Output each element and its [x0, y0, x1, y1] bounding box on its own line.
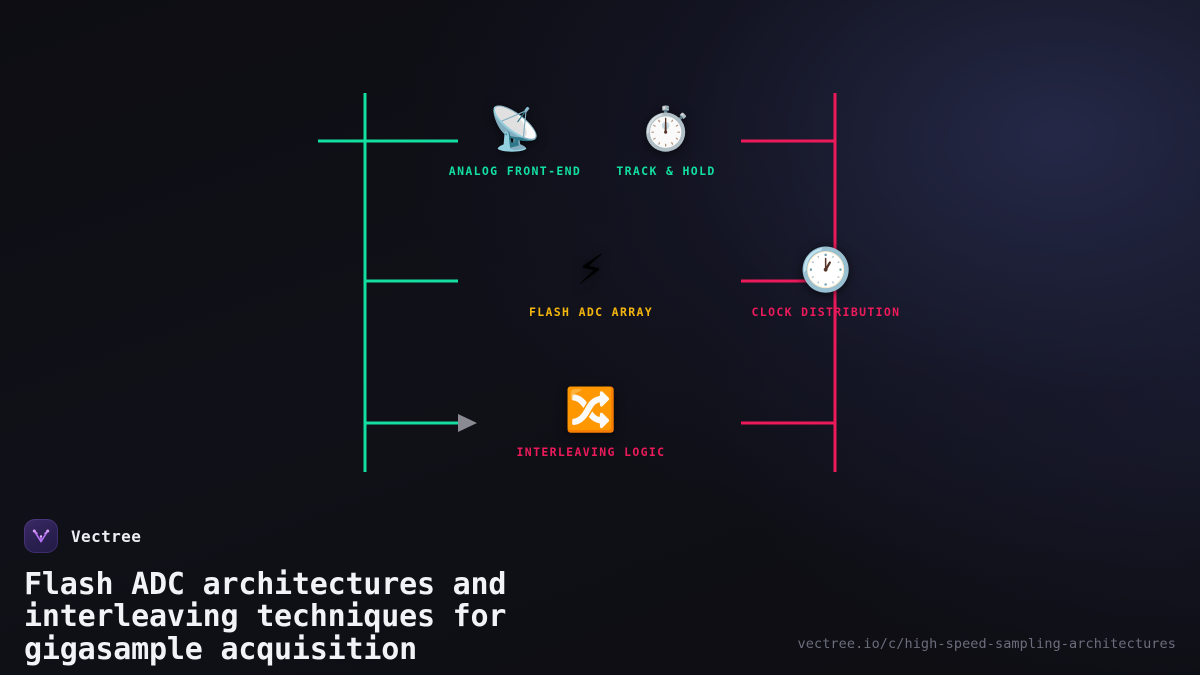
node-analog-front-end[interactable]: 📡 ANALOG FRONT-END — [385, 104, 645, 179]
node-track-and-hold[interactable]: ⏱️ TRACK & HOLD — [536, 104, 796, 179]
brand: Vectree — [24, 519, 1176, 553]
page-title: Flash ADC architectures and interleaving… — [24, 567, 507, 667]
clock-icon: 🕐 — [799, 245, 853, 294]
node-interleaving-logic-label: INTERLEAVING LOGIC — [516, 445, 666, 459]
diagram-lines — [318, 93, 837, 472]
node-flash-adc-array-label: FLASH ADC ARRAY — [528, 305, 654, 319]
brand-name: Vectree — [71, 526, 142, 546]
node-clock-distribution-label: CLOCK DISTRIBUTION — [751, 305, 901, 319]
node-interleaving-logic[interactable]: 🔀 INTERLEAVING LOGIC — [461, 385, 721, 460]
satellite-antenna-icon: 📡 — [488, 104, 542, 153]
slide-footer: Vectree Flash ADC architectures and inte… — [0, 497, 1200, 675]
vectree-mark-icon — [32, 529, 50, 543]
high-voltage-icon: ⚡ — [576, 245, 606, 294]
node-flash-adc-array[interactable]: ⚡ FLASH ADC ARRAY — [461, 245, 721, 320]
node-track-and-hold-label: TRACK & HOLD — [616, 164, 716, 178]
node-clock-distribution[interactable]: 🕐 CLOCK DISTRIBUTION — [696, 245, 956, 320]
source-url: vectree.io/c/high-speed-sampling-archite… — [797, 636, 1176, 652]
branch-interleaving-arrowhead-icon — [458, 414, 477, 432]
node-analog-front-end-label: ANALOG FRONT-END — [448, 164, 582, 178]
vectree-logo-icon — [24, 519, 58, 553]
arrows-swap-icon: 🔀 — [564, 385, 618, 434]
stopwatch-icon: ⏱️ — [639, 104, 693, 153]
